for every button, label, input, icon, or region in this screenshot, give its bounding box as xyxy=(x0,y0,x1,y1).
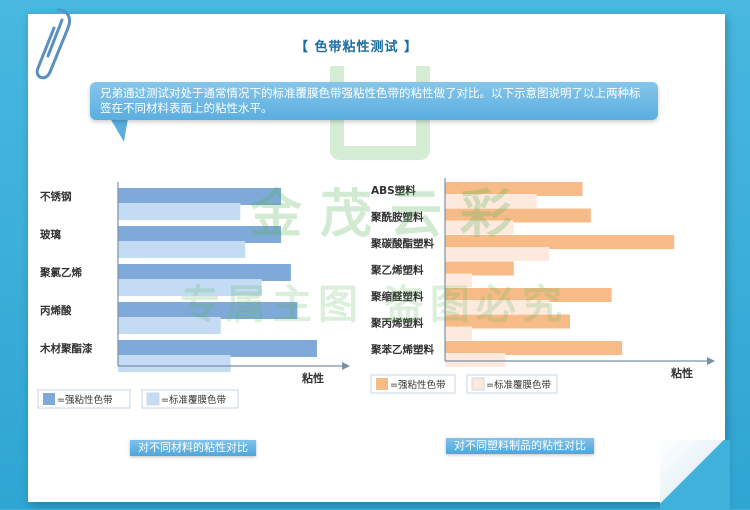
category-label: 聚酰胺塑料 xyxy=(370,211,424,224)
paperclip-icon xyxy=(35,8,72,80)
bar-strong xyxy=(445,288,612,302)
bar-standard xyxy=(118,317,221,334)
bar-standard xyxy=(445,247,550,261)
legend-box xyxy=(141,389,239,409)
x-axis-arrow-icon xyxy=(707,357,715,365)
caption-materials: 对不同材料的粘性对比 xyxy=(130,440,256,456)
bar-standard xyxy=(445,220,514,235)
category-label: 聚碳酸酯塑料 xyxy=(370,237,434,250)
x-axis-label: 粘性 xyxy=(671,366,693,380)
speech-bubble-tail xyxy=(110,118,128,142)
legend-label: =强粘性色带 xyxy=(390,379,446,391)
bar-strong xyxy=(445,341,623,355)
bar-strong xyxy=(445,182,583,196)
bar-strong xyxy=(118,188,282,205)
category-label: 丙烯酸 xyxy=(40,304,72,317)
bar-standard xyxy=(445,194,537,208)
bar-strong xyxy=(118,340,317,357)
intro-speech-bubble: 兄弟通过测试对处于通常情况下的标准覆膜色带强粘性色带的粘性做了对比。以下示意图说… xyxy=(90,82,658,120)
bar-standard xyxy=(118,203,241,220)
x-axis-label: 粘性 xyxy=(302,371,324,385)
category-label: 玻璃 xyxy=(40,228,61,241)
legend-box xyxy=(370,374,456,394)
bar-standard xyxy=(445,353,506,367)
bar-strong xyxy=(118,264,291,281)
category-label: 聚氯乙烯 xyxy=(39,266,82,279)
legend-label: =标准覆膜色带 xyxy=(161,394,226,406)
legend-label: =标准覆膜色带 xyxy=(486,379,551,391)
bar-standard xyxy=(118,241,246,258)
category-label: ABS塑料 xyxy=(371,184,416,197)
category-label: 聚丙烯塑料 xyxy=(370,317,424,330)
bar-strong xyxy=(118,226,282,243)
legend-swatch xyxy=(43,393,55,405)
bar-strong xyxy=(445,235,675,249)
bar-strong xyxy=(118,302,298,319)
bar-strong xyxy=(445,261,514,276)
bar-standard xyxy=(445,273,473,288)
category-label: 木材聚酯漆 xyxy=(39,342,93,355)
category-label: 聚缩醛塑料 xyxy=(370,290,424,303)
legend-box xyxy=(37,389,131,409)
bar-standard xyxy=(445,326,473,341)
bar-standard xyxy=(445,300,550,314)
legend-swatch xyxy=(146,392,160,406)
legend-box xyxy=(466,374,558,394)
category-label: 聚乙烯塑料 xyxy=(370,264,424,277)
legend-swatch xyxy=(471,377,485,391)
bar-standard xyxy=(118,279,262,296)
x-axis-arrow-icon xyxy=(342,362,350,370)
legend-swatch xyxy=(376,378,388,390)
category-label: 不锈钢 xyxy=(40,190,72,203)
caption-plastics: 对不同塑料制品的粘性对比 xyxy=(446,438,594,454)
page-title: 【 色带粘性测试 】 xyxy=(295,40,419,55)
legend-label: =强粘性色带 xyxy=(57,394,113,406)
page-curl xyxy=(660,440,730,510)
category-label: 聚苯乙烯塑料 xyxy=(370,343,434,356)
bar-standard xyxy=(118,355,231,372)
bar-strong xyxy=(445,314,570,329)
bar-strong xyxy=(445,208,591,223)
